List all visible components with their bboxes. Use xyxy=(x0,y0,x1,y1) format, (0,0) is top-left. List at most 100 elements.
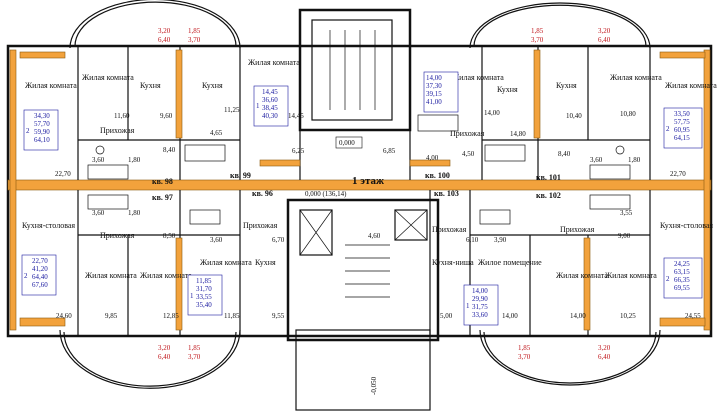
svg-text:3,90: 3,90 xyxy=(494,236,507,244)
room-living-space: Жилое помещение xyxy=(478,258,542,267)
svg-text:10,25: 10,25 xyxy=(620,312,636,320)
svg-text:4,65: 4,65 xyxy=(210,129,223,137)
svg-text:6,25: 6,25 xyxy=(292,147,305,155)
svg-text:3,20: 3,20 xyxy=(598,344,611,352)
bay-bottom-left xyxy=(59,329,241,389)
ins-3 xyxy=(175,237,183,331)
svg-text:8,50: 8,50 xyxy=(163,232,176,240)
label-kv101: кв. 101 xyxy=(536,173,561,182)
label-kv102: кв. 102 xyxy=(536,191,561,200)
svg-text:3,70: 3,70 xyxy=(188,36,201,44)
svg-text:3,70: 3,70 xyxy=(531,36,544,44)
svg-text:40,30: 40,30 xyxy=(262,112,278,120)
svg-text:22,70: 22,70 xyxy=(32,257,48,265)
svg-text:9,55: 9,55 xyxy=(272,312,285,320)
svg-text:14,80: 14,80 xyxy=(510,130,526,138)
ins-7 xyxy=(19,317,66,327)
svg-text:14,45: 14,45 xyxy=(288,112,304,120)
room-living: Жилая комната xyxy=(610,73,662,82)
svg-text:14,00: 14,00 xyxy=(472,287,488,295)
svg-text:6,40: 6,40 xyxy=(598,36,611,44)
svg-text:11,85: 11,85 xyxy=(196,277,212,285)
room-living: Жилая комната xyxy=(605,271,657,280)
label-kv103: кв. 103 xyxy=(434,189,459,198)
room-living: Жилая комната xyxy=(85,271,137,280)
svg-text:3,20: 3,20 xyxy=(598,27,611,35)
ins-5 xyxy=(259,159,301,167)
svg-text:4,50: 4,50 xyxy=(462,150,475,158)
svg-text:14,00: 14,00 xyxy=(426,74,442,82)
room-hall: Прихожая xyxy=(243,221,278,230)
room-hall: Прихожая xyxy=(100,126,135,135)
label-kv97: кв. 97 xyxy=(152,193,173,202)
svg-text:63,15: 63,15 xyxy=(674,268,690,276)
stair-inner-top xyxy=(311,19,393,121)
room-kitchen: Кухня xyxy=(497,85,518,94)
room-hall: Прихожая xyxy=(432,225,467,234)
svg-text:3,60: 3,60 xyxy=(92,156,105,164)
stair-level-mark: 0,000 (136,14) xyxy=(305,190,347,198)
room-labels: Жилая комната Жилая комната Кухня Кухня … xyxy=(22,58,717,280)
svg-text:22,70: 22,70 xyxy=(670,170,686,178)
svg-text:2: 2 xyxy=(666,275,670,283)
svg-text:10,80: 10,80 xyxy=(620,110,636,118)
svg-text:24,60: 24,60 xyxy=(56,312,72,320)
svg-text:57,75: 57,75 xyxy=(674,118,690,126)
svg-text:2: 2 xyxy=(26,127,30,135)
svg-text:9,60: 9,60 xyxy=(160,112,173,120)
svg-text:37,30: 37,30 xyxy=(426,82,442,90)
svg-text:34,30: 34,30 xyxy=(34,112,50,120)
svg-text:39,15: 39,15 xyxy=(426,90,442,98)
svg-text:11,60: 11,60 xyxy=(114,112,130,120)
svg-text:66,35: 66,35 xyxy=(674,276,690,284)
ins-4 xyxy=(583,237,591,331)
svg-text:1: 1 xyxy=(190,292,194,300)
area-box-2: 1 14,45 36,60 38,45 40,30 xyxy=(253,85,289,127)
area-box-7: 1 14,00 29,90 31,75 33,60 xyxy=(463,284,499,326)
left-insulation xyxy=(9,49,17,331)
room-living: Жилая комната xyxy=(82,73,134,82)
bay-top-left xyxy=(69,0,241,49)
bay-bottom-left-inner xyxy=(63,331,237,387)
room-living: Жилая комната xyxy=(200,258,252,267)
right-insulation xyxy=(703,49,711,331)
svg-text:36,60: 36,60 xyxy=(262,96,278,104)
stair-steps-top xyxy=(329,30,376,110)
svg-text:1,80: 1,80 xyxy=(128,209,141,217)
room-living: Жилая комната xyxy=(452,73,504,82)
svg-text:3,20: 3,20 xyxy=(158,27,171,35)
room-kitchen: Кухня xyxy=(556,81,577,90)
svg-text:5,00: 5,00 xyxy=(440,312,453,320)
svg-text:6,40: 6,40 xyxy=(158,353,171,361)
svg-text:24,55: 24,55 xyxy=(685,312,701,320)
room-living: Жилая комната xyxy=(140,271,192,280)
svg-text:12,85: 12,85 xyxy=(163,312,179,320)
svg-text:8,40: 8,40 xyxy=(558,150,571,158)
svg-text:35,40: 35,40 xyxy=(196,301,212,309)
bottom-mark: -0,050 xyxy=(370,376,378,395)
area-box-3: 14,00 37,30 39,15 41,00 xyxy=(423,71,459,113)
area-box-8: 2 24,25 63,15 66,35 69,55 xyxy=(663,257,703,299)
svg-text:14,00: 14,00 xyxy=(570,312,586,320)
svg-text:29,90: 29,90 xyxy=(472,295,488,303)
svg-text:41,20: 41,20 xyxy=(32,265,48,273)
svg-text:33,60: 33,60 xyxy=(472,311,488,319)
svg-text:4,00: 4,00 xyxy=(426,154,439,162)
svg-text:14,00: 14,00 xyxy=(484,109,500,117)
area-box-1: 2 34,30 57,70 59,90 64,10 xyxy=(23,109,59,151)
room-kitchen: Кухня xyxy=(255,258,276,267)
svg-text:64,40: 64,40 xyxy=(32,273,48,281)
bay-dims: 3,20 6,40 1,85 3,70 1,85 3,70 3,20 6,40 … xyxy=(158,27,611,361)
svg-text:69,55: 69,55 xyxy=(674,284,690,292)
stair-core-top xyxy=(298,8,412,132)
room-living: Жилая комната xyxy=(665,81,717,90)
svg-text:3,60: 3,60 xyxy=(590,156,603,164)
area-box-6: 1 11,85 31,70 33,55 35,40 xyxy=(187,274,223,316)
svg-text:33,55: 33,55 xyxy=(196,293,212,301)
room-hall: Прихожая xyxy=(100,231,135,240)
bay-bottom-right xyxy=(479,329,661,386)
bay-top-right xyxy=(469,2,651,49)
svg-text:1,85: 1,85 xyxy=(188,344,201,352)
svg-text:59,90: 59,90 xyxy=(34,128,50,136)
lift-left xyxy=(299,209,333,256)
